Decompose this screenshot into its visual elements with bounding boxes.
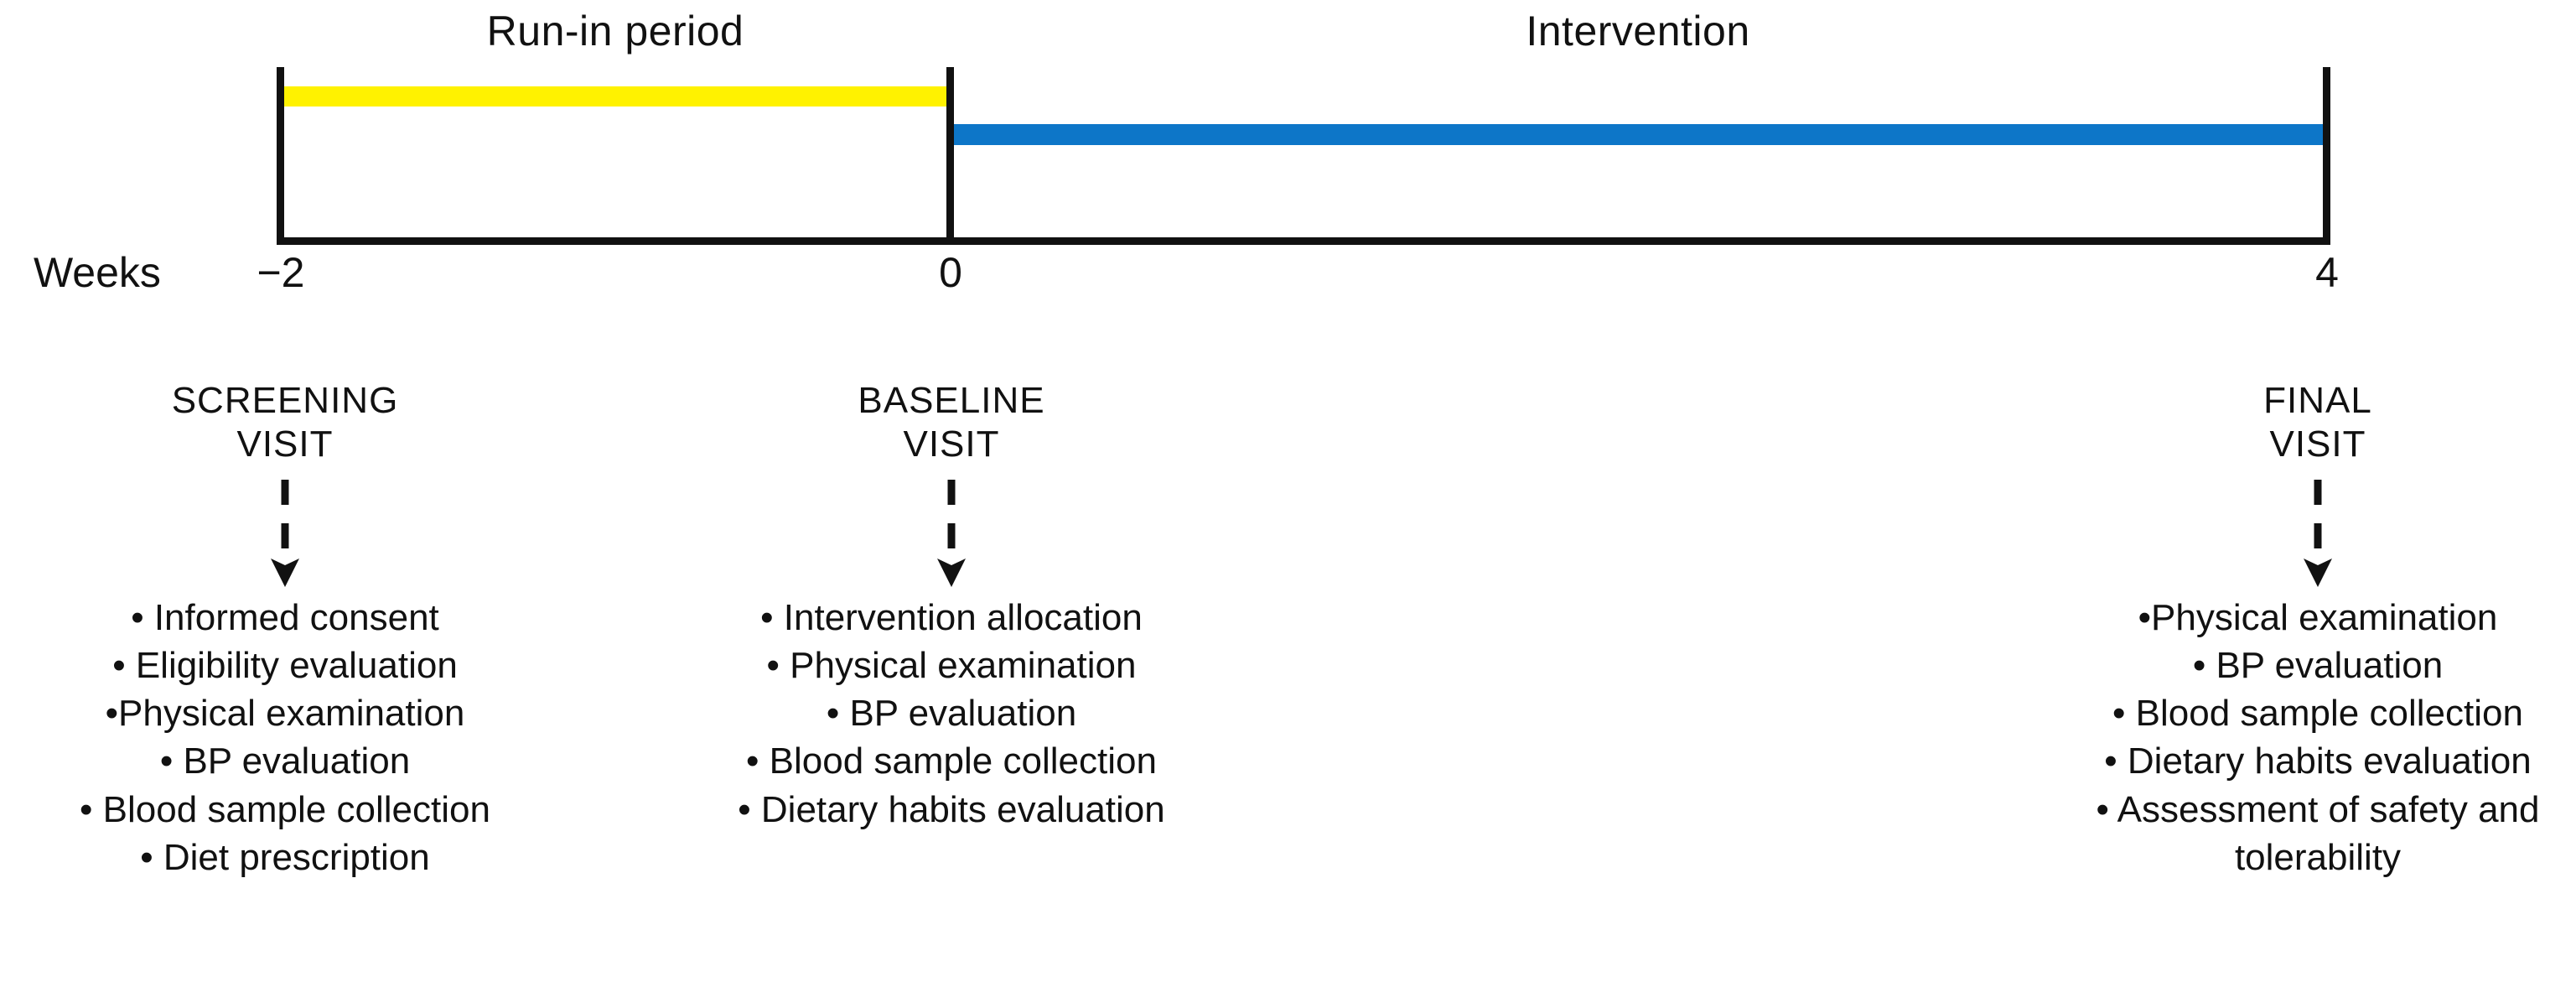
visit-block-screening: SCREENING VISIT • Informed consent • Eli… [0, 379, 570, 881]
list-item: • Dietary habits evaluation [2104, 740, 2532, 782]
week-tick-label--2: −2 [257, 249, 305, 296]
visit-items-screening: • Informed consent • Eligibility evaluat… [0, 594, 570, 881]
list-item: • Assessment of safety and tolerability [2096, 788, 2540, 878]
list-item: • Intervention allocation [760, 596, 1143, 638]
week-tick-label-4: 4 [2315, 249, 2339, 296]
connector-arrow-final [2045, 478, 2576, 594]
intervention-period-bar [954, 124, 2323, 145]
list-item: •Physical examination [105, 693, 465, 735]
list-item: •Physical examination [2138, 596, 2498, 638]
timeline-axis: Run-in period Intervention [0, 0, 2576, 268]
visit-title-baseline: BASELINE VISIT [858, 380, 1045, 465]
list-item: • Dietary habits evaluation [738, 788, 1165, 830]
run-in-period-bar [284, 86, 946, 107]
axis-tick-week--2 [277, 67, 284, 245]
visit-items-final: •Physical examination • BP evaluation • … [2045, 594, 2576, 881]
axis-tick-week-4 [2323, 67, 2330, 245]
list-item: • BP evaluation [159, 740, 411, 782]
list-item: • Informed consent [131, 596, 439, 638]
list-item: • Blood sample collection [80, 788, 490, 830]
phase-label-run-in: Run-in period [486, 8, 744, 55]
list-item: • Diet prescription [140, 836, 430, 878]
list-item: • Blood sample collection [2112, 693, 2523, 735]
connector-arrow-screening [0, 478, 570, 594]
axis-baseline [277, 237, 2330, 245]
list-item: • BP evaluation [826, 693, 1077, 735]
connector-arrow-baseline [662, 478, 1241, 594]
list-item: • Blood sample collection [746, 740, 1157, 782]
list-item: • Physical examination [766, 645, 1137, 686]
week-tick-label-0: 0 [939, 249, 962, 296]
phase-label-intervention: Intervention [1526, 8, 1750, 55]
axis-tick-week-0 [946, 67, 954, 245]
visit-block-final: FINAL VISIT •Physical examination • BP e… [2045, 379, 2576, 881]
weeks-axis-label: Weeks [34, 249, 161, 296]
visit-title-final: FINAL VISIT [2263, 380, 2372, 465]
visit-items-baseline: • Intervention allocation • Physical exa… [662, 594, 1241, 834]
list-item: • Eligibility evaluation [112, 645, 458, 686]
visit-block-baseline: BASELINE VISIT • Intervention allocation… [662, 379, 1241, 834]
visit-title-screening: SCREENING VISIT [171, 380, 399, 465]
list-item: • BP evaluation [2192, 645, 2444, 686]
